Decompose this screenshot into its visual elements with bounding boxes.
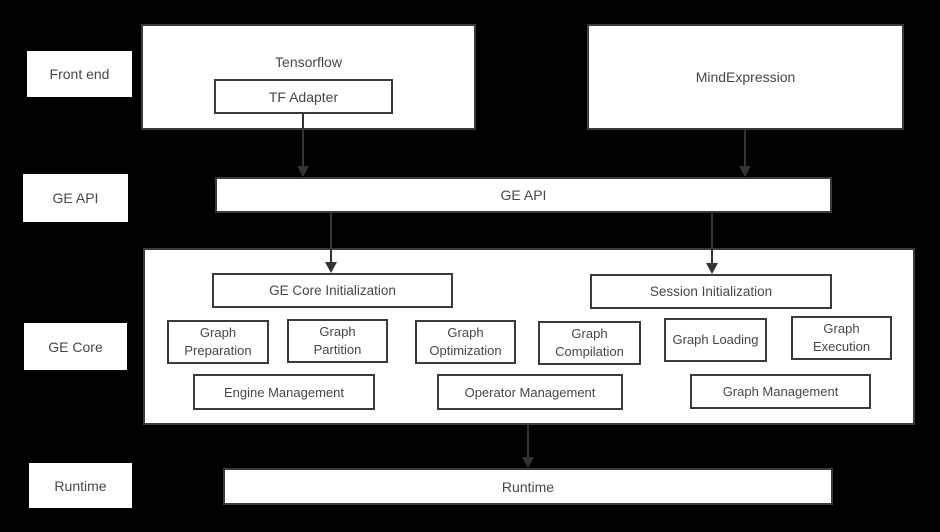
- row-label-ge-api: GE API: [23, 174, 128, 222]
- stage-box-graph-partition: Graph Partition: [287, 319, 388, 363]
- stage-box-graph-optimization: Graph Optimization: [415, 320, 516, 364]
- row-label-front-end: Front end: [27, 51, 132, 97]
- ge-core-box: GE Core Initialization Session Initializ…: [143, 248, 915, 425]
- stage-box-graph-execution: Graph Execution: [791, 316, 892, 360]
- row-label-ge-core: GE Core: [24, 323, 127, 370]
- tensorflow-label: Tensorflow: [275, 54, 342, 70]
- ge-core-initialization-box: GE Core Initialization: [212, 273, 453, 308]
- ge-api-bar: GE API: [215, 177, 832, 213]
- tensorflow-box: Tensorflow TF Adapter: [141, 24, 476, 130]
- mindexpression-box: MindExpression: [587, 24, 904, 130]
- mgmt-box-operator-management: Operator Management: [437, 374, 623, 410]
- session-initialization-box: Session Initialization: [590, 274, 832, 309]
- mgmt-box-graph-management: Graph Management: [690, 374, 871, 409]
- tf-adapter-box: TF Adapter: [214, 79, 393, 114]
- stage-box-graph-preparation: Graph Preparation: [167, 320, 269, 364]
- stage-box-graph-compilation: Graph Compilation: [538, 321, 641, 365]
- row-label-runtime: Runtime: [29, 463, 132, 508]
- runtime-bar: Runtime: [223, 468, 833, 505]
- mgmt-box-engine-management: Engine Management: [193, 374, 375, 410]
- stage-box-graph-loading: Graph Loading: [664, 318, 767, 362]
